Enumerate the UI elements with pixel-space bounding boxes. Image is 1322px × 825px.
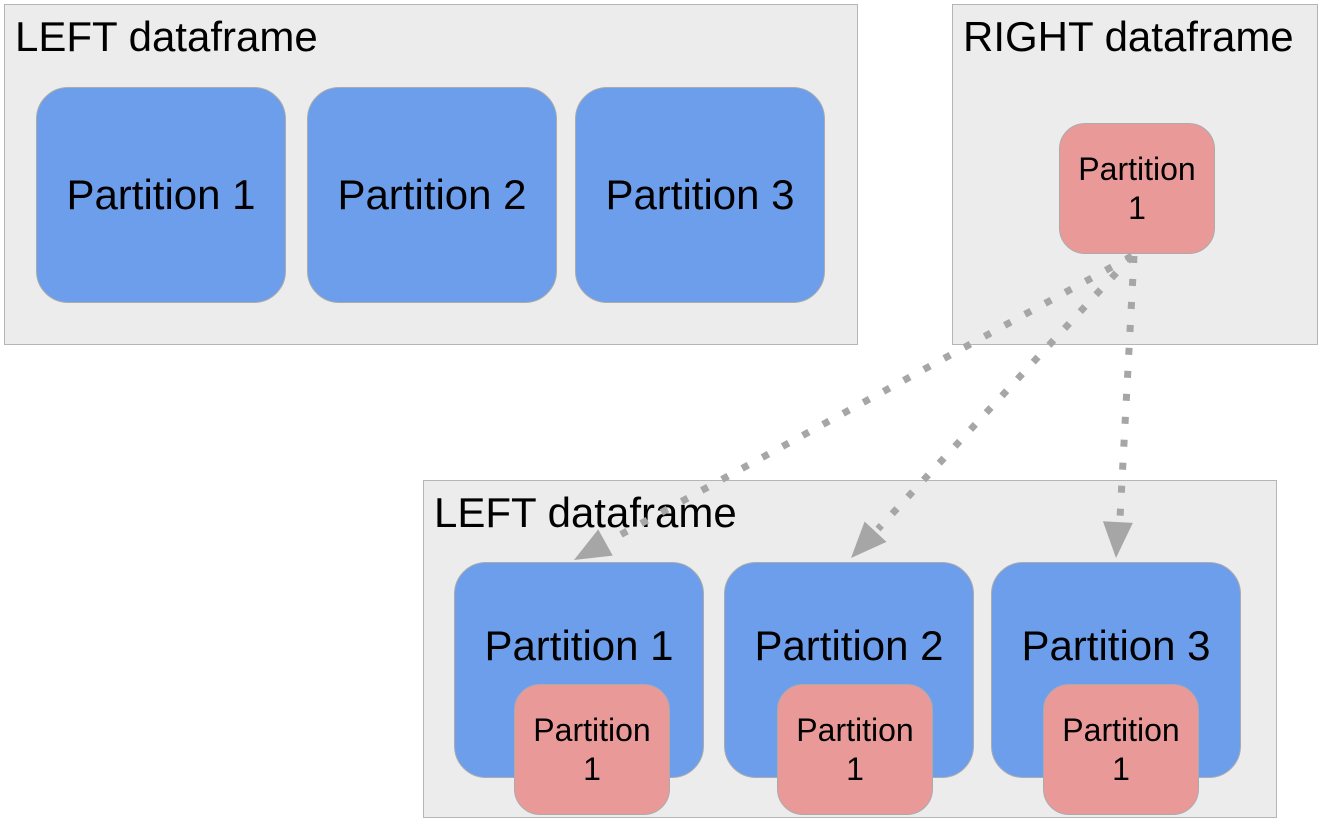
- left-top-partition-2: Partition 2: [307, 87, 557, 303]
- partition-label-line1: Partition: [1062, 711, 1180, 748]
- partition-label-line1: Partition: [1078, 150, 1196, 187]
- bottom-left-partition-3: Partition 3 Partition 1: [991, 562, 1241, 815]
- right-dataframe: RIGHT dataframe Partition 1: [952, 4, 1318, 345]
- broadcast-copy-partition-2: Partition 1: [777, 684, 933, 815]
- right-dataframe-title: RIGHT dataframe: [963, 13, 1294, 60]
- broadcast-copy-partition-1: Partition 1: [514, 684, 670, 815]
- partition-label-line2: 1: [846, 750, 864, 787]
- left-dataframe-bottom-title: LEFT dataframe: [434, 489, 737, 536]
- bottom-left-partition-2: Partition 2 Partition 1: [724, 562, 974, 815]
- left-dataframe-top: LEFT dataframe Partition 1 Partition 2 P…: [4, 4, 858, 345]
- partition-label: Partition 2: [337, 171, 527, 218]
- partition-label-line2: 1: [583, 750, 601, 787]
- partition-label-line1: Partition: [796, 711, 914, 748]
- left-dataframe-bottom: LEFT dataframe Partition 1 Partition 1 P…: [423, 480, 1277, 818]
- partition-label: Partition 3: [1021, 622, 1211, 669]
- partition-label-line2: 1: [1128, 189, 1146, 226]
- bottom-left-partition-1: Partition 1 Partition 1: [454, 562, 704, 815]
- left-top-partition-3: Partition 3: [575, 87, 825, 303]
- partition-label: Partition 2: [754, 622, 944, 669]
- left-dataframe-top-title: LEFT dataframe: [15, 13, 318, 60]
- left-top-partition-1: Partition 1: [36, 87, 286, 303]
- partition-label-line2: 1: [1112, 750, 1130, 787]
- partition-label: Partition 1: [484, 622, 674, 669]
- partition-label: Partition 3: [605, 171, 795, 218]
- partition-label: Partition 1: [66, 171, 256, 218]
- partition-label-line1: Partition: [533, 711, 651, 748]
- right-partition-1: Partition 1: [1059, 123, 1215, 254]
- broadcast-copy-partition-3: Partition 1: [1043, 684, 1199, 815]
